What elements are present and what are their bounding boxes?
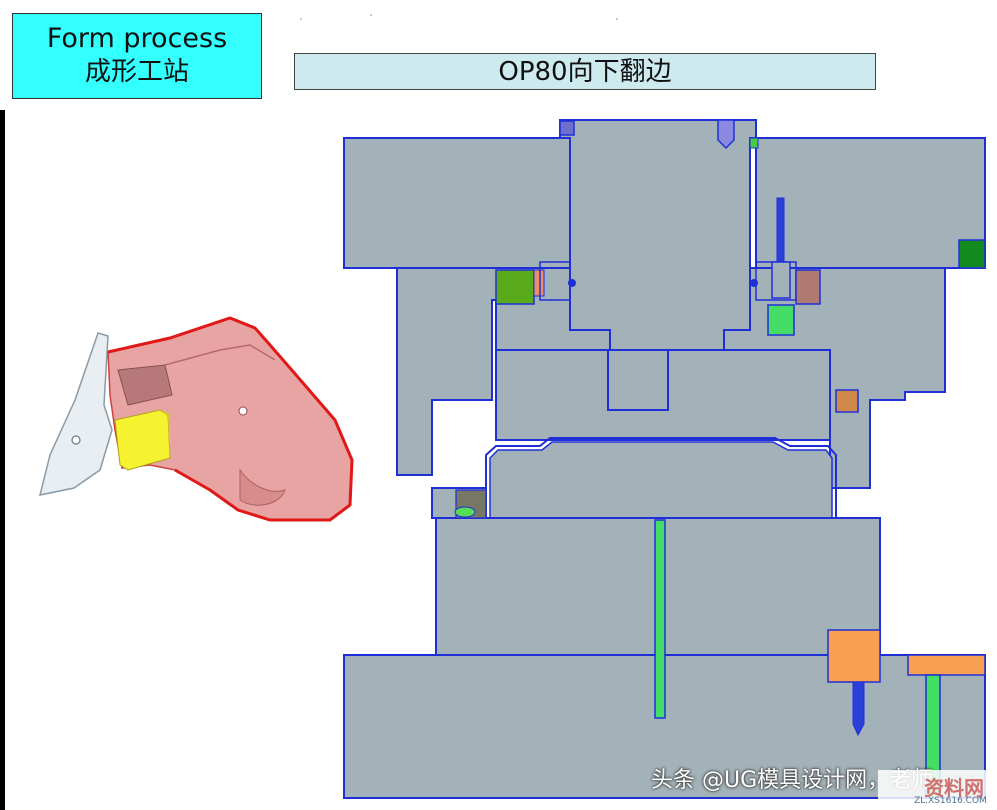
green-lens bbox=[454, 506, 476, 518]
ejector-pin-lower bbox=[852, 681, 865, 737]
brown-block-right bbox=[795, 269, 821, 305]
green-marker-top bbox=[749, 137, 759, 149]
left-edge-bar bbox=[0, 110, 5, 810]
green-block-left bbox=[495, 269, 535, 305]
center-punch bbox=[559, 119, 757, 351]
green-lifter-pin bbox=[654, 519, 666, 719]
site-logo: 资料网 ZL.XS1616.COM bbox=[878, 770, 997, 810]
part-pocket bbox=[117, 364, 173, 406]
form-process-title: Form process 成形工站 bbox=[12, 13, 262, 99]
locator-block-top bbox=[559, 120, 575, 136]
part-hole bbox=[238, 406, 248, 416]
orange-block-lower bbox=[827, 629, 881, 683]
orange-strip-lower bbox=[907, 654, 986, 676]
title-chinese: 成形工站 bbox=[84, 57, 189, 87]
part-rib bbox=[164, 344, 276, 366]
part-boss bbox=[239, 468, 286, 506]
pivot-left bbox=[568, 279, 576, 287]
green-block-right bbox=[958, 239, 986, 269]
operation-label: OP80向下翻边 bbox=[294, 53, 876, 90]
bolt-head-right bbox=[771, 261, 791, 299]
title-english: Form process bbox=[46, 23, 228, 54]
site-logo-text: 资料网 bbox=[924, 776, 984, 800]
green-pin-right bbox=[767, 304, 795, 336]
guide-pin-top bbox=[717, 119, 735, 150]
part-3d-view bbox=[38, 316, 354, 522]
site-logo-url: ZL.XS1616.COM bbox=[914, 796, 987, 806]
formed-part-profile bbox=[485, 437, 837, 518]
flange-hole bbox=[71, 435, 81, 445]
bolt-right bbox=[776, 197, 785, 269]
part-trim-edge bbox=[107, 316, 354, 522]
upper-plate-left bbox=[343, 137, 571, 269]
upper-plate-right bbox=[755, 137, 986, 269]
part-flange bbox=[38, 332, 113, 496]
pivot-right bbox=[750, 279, 758, 287]
orange-slot-left bbox=[533, 269, 545, 297]
scan-specks bbox=[300, 14, 618, 20]
orange-block-mid bbox=[835, 389, 859, 413]
punch-insert bbox=[607, 349, 669, 411]
